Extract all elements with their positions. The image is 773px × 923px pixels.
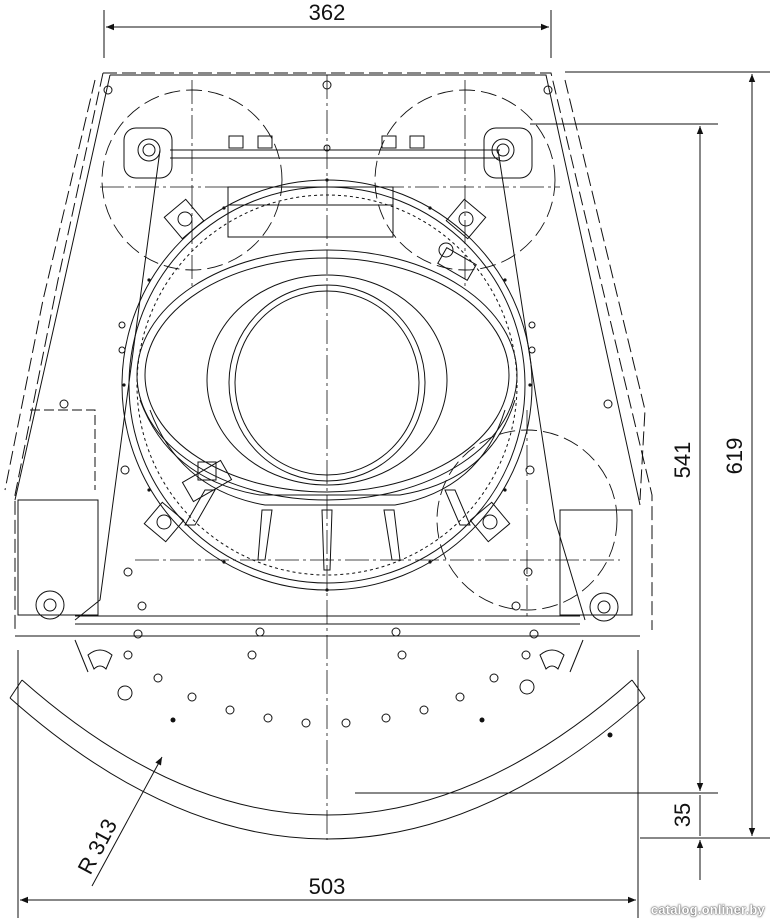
bottom-plate bbox=[9, 639, 646, 840]
top-rollers bbox=[123, 127, 533, 179]
rotor-arcs bbox=[101, 89, 618, 611]
housing-outline bbox=[14, 74, 641, 637]
dim-height-bottom: 35 bbox=[670, 803, 695, 827]
bolt-holes bbox=[59, 80, 613, 728]
dim-width-top: 362 bbox=[309, 0, 346, 25]
dim-height-inner: 541 bbox=[670, 442, 695, 479]
dim-radius: R 313 bbox=[73, 815, 123, 879]
dim-height-total: 619 bbox=[722, 438, 747, 475]
outer-housing bbox=[4, 72, 653, 632]
side-panels bbox=[17, 409, 633, 622]
drum-ribs bbox=[184, 489, 471, 571]
dimension-lines bbox=[17, 10, 770, 918]
watermark: catalog.onliner.by bbox=[650, 902, 765, 917]
mount-brackets bbox=[143, 198, 511, 543]
drum-rivets bbox=[122, 178, 613, 738]
dim-width-bottom: 503 bbox=[309, 874, 346, 899]
